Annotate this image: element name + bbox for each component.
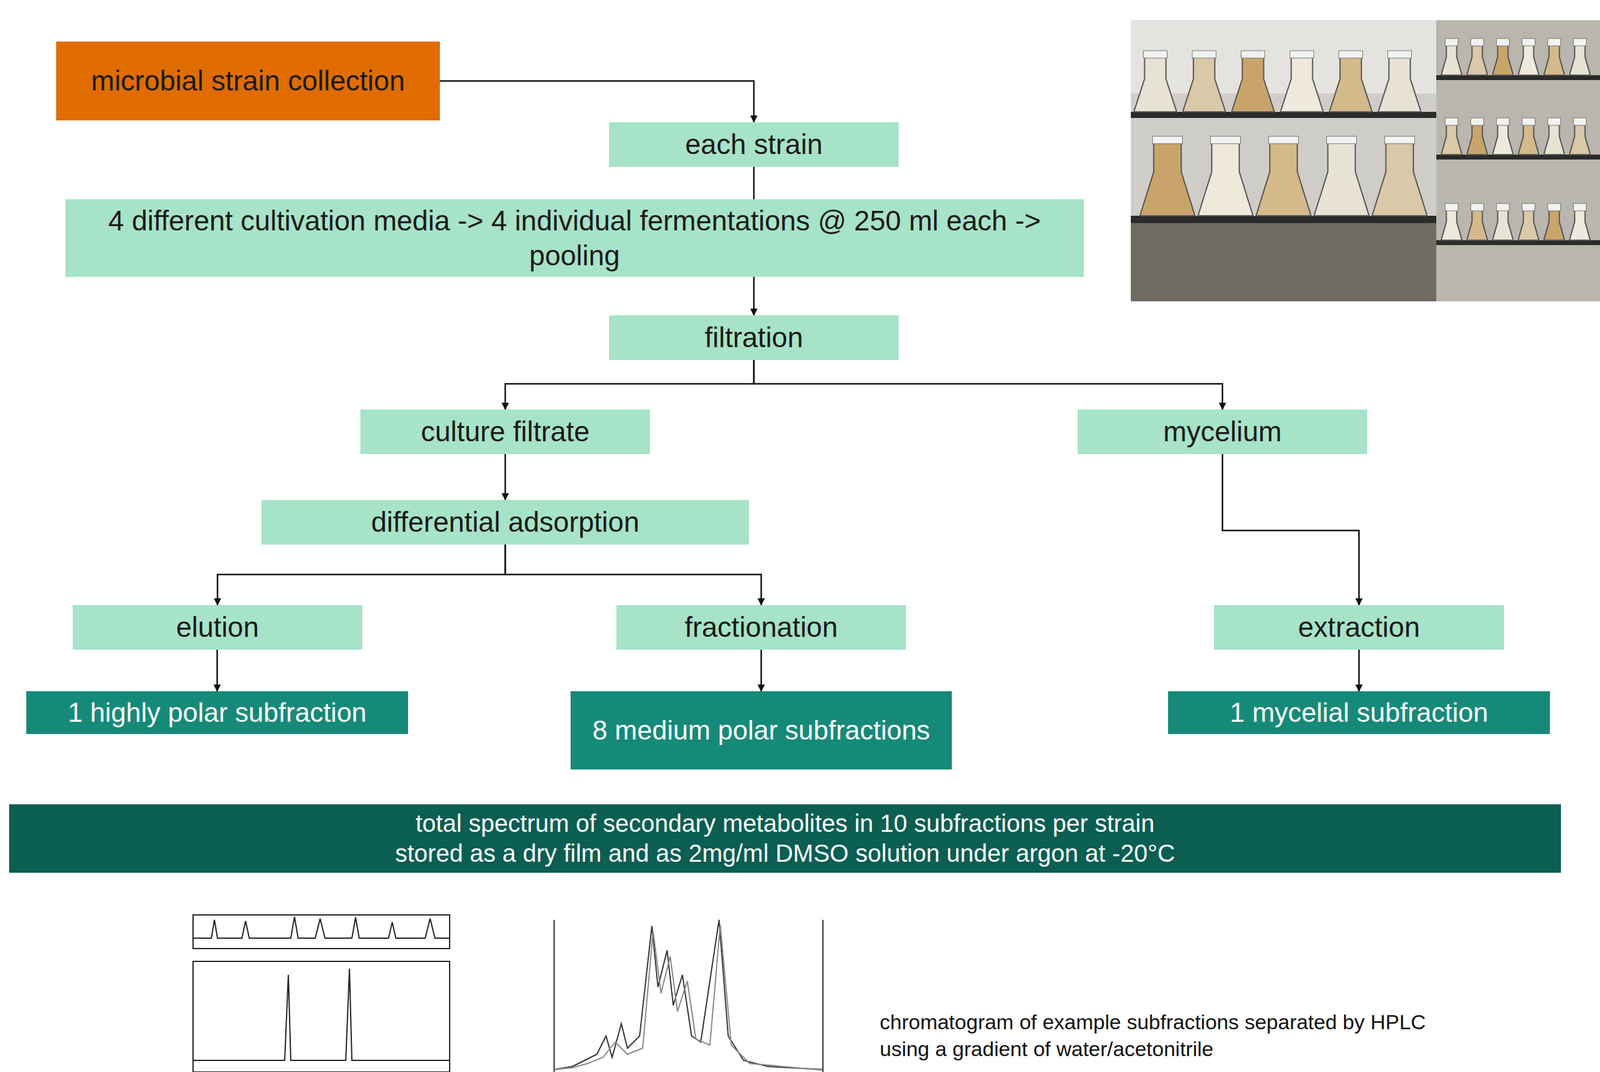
lab-photo <box>1130 20 1600 302</box>
chromatogram-plot <box>535 913 858 1072</box>
flow-arrow <box>753 166 756 200</box>
result-box: 1 highly polar subfraction <box>26 690 409 734</box>
node-text: 8 medium polar subfractions <box>592 713 931 747</box>
node-text: fractionation <box>684 609 839 644</box>
node-text: extraction <box>1298 609 1420 644</box>
node-text: each strain <box>684 127 823 162</box>
flow-arrow <box>505 359 754 410</box>
node-text: stored as a dry film and as 2mg/ml DMSO … <box>395 838 1176 869</box>
flow-arrow <box>753 276 756 316</box>
process-box: elution <box>72 604 363 650</box>
node-text: total spectrum of secondary metabolites … <box>415 808 1155 839</box>
node-text: 1 mycelial subfraction <box>1229 695 1489 729</box>
process-box: 4 different cultivation media -> 4 indiv… <box>65 199 1084 277</box>
process-box: each strain <box>609 122 899 167</box>
flow-arrow <box>439 81 754 123</box>
result-box: 1 mycelial subfraction <box>1168 690 1550 734</box>
process-box: filtration <box>609 315 899 360</box>
process-box: differential adsorption <box>261 499 749 545</box>
node-text: mycelium <box>1163 414 1282 449</box>
node-text: filtration <box>704 320 803 355</box>
node-text: 4 different cultivation media -> 4 indiv… <box>72 203 1077 272</box>
source-box: microbial strain collection <box>56 41 440 121</box>
node-text: differential adsorption <box>371 504 640 539</box>
flow-arrow <box>504 453 507 500</box>
flow-arrow <box>217 544 506 605</box>
flow-arrow <box>760 649 763 691</box>
caption-note: chromatogram of example subfractions sep… <box>879 1008 1467 1062</box>
flow-arrow <box>1358 649 1360 691</box>
process-box: culture filtrate <box>360 409 651 454</box>
flow-arrow <box>216 649 219 691</box>
node-text: culture filtrate <box>420 414 590 449</box>
process-box: fractionation <box>616 604 906 650</box>
node-text: elution <box>175 609 260 644</box>
chromatogram-plot <box>168 913 470 1072</box>
flow-arrow <box>753 359 1223 410</box>
process-box: mycelium <box>1077 409 1368 454</box>
result-box: 8 medium polar subfractions <box>570 690 952 770</box>
flow-arrow <box>505 544 762 605</box>
summary-band: total spectrum of secondary metabolites … <box>9 803 1561 873</box>
node-text: 1 highly polar subfraction <box>67 695 367 729</box>
process-box: extraction <box>1213 604 1505 650</box>
flow-arrow <box>1222 453 1360 605</box>
node-text: microbial strain collection <box>91 63 406 98</box>
